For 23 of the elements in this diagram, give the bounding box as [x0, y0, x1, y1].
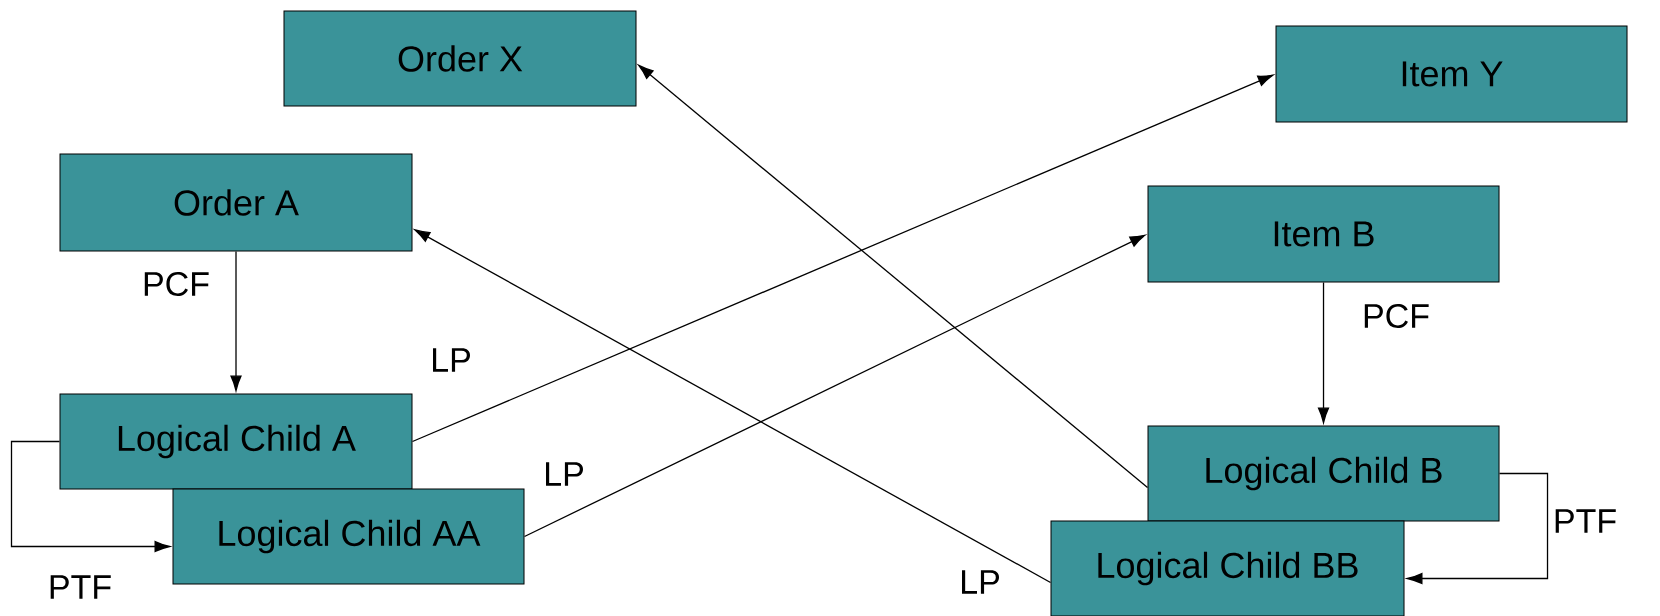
arrow — [414, 229, 1052, 584]
arrow — [1317, 281, 1330, 424]
entity-box: Logical Child A — [59, 393, 413, 490]
edge-label: PTF — [1551, 508, 1619, 534]
arrow — [10, 440, 171, 553]
edge-label: LP — [958, 569, 1002, 595]
arrow — [638, 64, 1149, 489]
entity-box: Order A — [59, 153, 413, 252]
arrow — [230, 250, 242, 392]
edge-label: LP — [429, 347, 473, 373]
entity-box: Logical Child BB — [1050, 520, 1405, 616]
edge-label: LP — [542, 461, 586, 487]
edge-label: PTF — [46, 574, 114, 600]
arrow — [1406, 472, 1549, 585]
entity-box: Item B — [1147, 185, 1500, 283]
edge-label: PCF — [1361, 302, 1431, 330]
entity-box: Item Y — [1275, 25, 1628, 123]
entity-box: Order X — [283, 10, 637, 107]
arrow — [523, 234, 1146, 538]
edge-label: PCF — [141, 270, 211, 298]
arrow — [411, 74, 1274, 443]
entity-box: Logical Child AA — [172, 488, 525, 585]
entity-box: Logical Child B — [1147, 425, 1500, 522]
